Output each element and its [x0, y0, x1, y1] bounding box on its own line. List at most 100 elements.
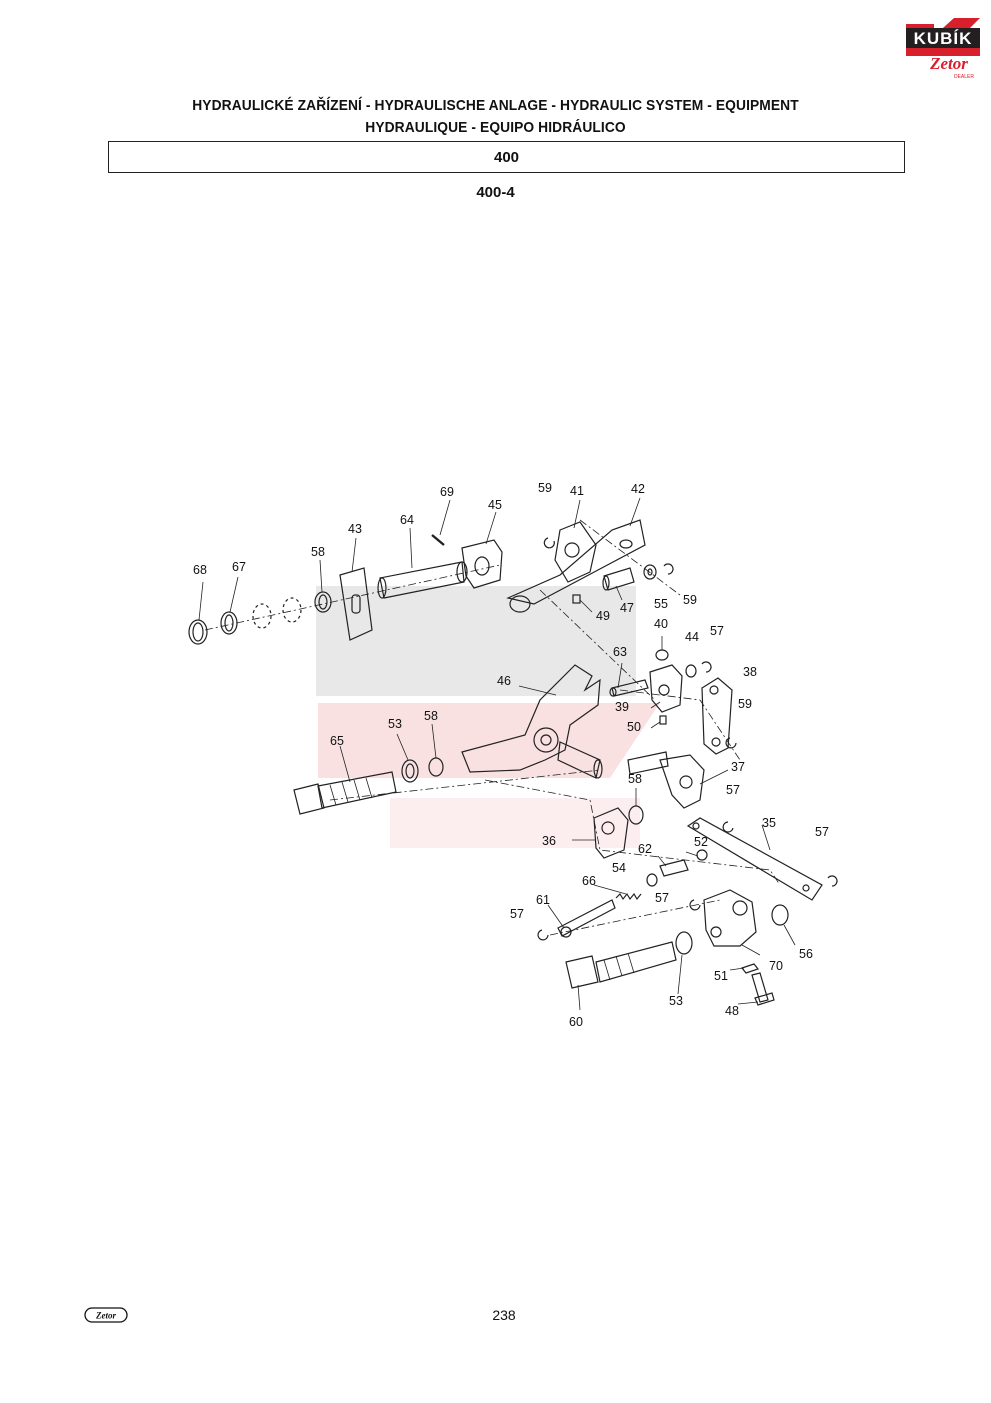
part-label: 60	[569, 1015, 583, 1029]
part-label: 57	[710, 624, 724, 638]
part-label: 67	[232, 560, 246, 574]
part-label: 51	[714, 969, 728, 983]
part-57-circlip-c	[827, 875, 838, 887]
part-68-seal-ring	[188, 619, 208, 645]
page-title-line-1: HYDRAULICKÉ ZAŘÍZENÍ - HYDRAULISCHE ANLA…	[192, 97, 799, 114]
part-48-bolt	[751, 972, 769, 1003]
part-label: 38	[743, 665, 757, 679]
phantom-rings	[252, 597, 302, 629]
part-66-spring	[615, 892, 642, 901]
dealer-logo-sub: Zetor	[929, 54, 968, 73]
part-label: 50	[627, 720, 641, 734]
part-61-rod	[557, 899, 616, 937]
group-number: 400	[493, 148, 520, 166]
part-label: 40	[654, 617, 668, 631]
part-58-ring-lower	[628, 805, 644, 825]
part-45-block	[461, 539, 503, 589]
part-53-washer	[401, 759, 419, 783]
part-label: 54	[612, 861, 626, 875]
part-38-link	[701, 677, 733, 755]
part-label: 39	[615, 700, 629, 714]
part-label: 46	[497, 674, 511, 688]
part-67-seal-ring	[220, 611, 238, 635]
part-label: 44	[685, 630, 699, 644]
part-49-screw	[572, 594, 581, 604]
part-35-bar	[686, 817, 823, 901]
part-label: 55	[654, 597, 668, 611]
kubik-zetor-dealer-logo: KUBÍK Zetor DEALER	[904, 16, 982, 80]
part-label: 58	[311, 545, 325, 559]
part-label: 49	[596, 609, 610, 623]
part-label: 57	[726, 783, 740, 797]
part-42-arm	[506, 519, 646, 605]
part-64-shaft	[379, 561, 465, 599]
part-60-bolt	[595, 941, 677, 983]
part-label: 63	[613, 645, 627, 659]
part-57-circlip-d	[537, 929, 549, 941]
page-title-line-2: HYDRAULIQUE - EQUIPO HIDRÁULICO	[365, 119, 626, 136]
part-label: 58	[628, 772, 642, 786]
figure-code: 400-4	[476, 184, 515, 201]
part-label: 36	[542, 834, 556, 848]
part-label: 47	[620, 601, 634, 615]
part-label: 59	[538, 481, 552, 495]
part-label: 37	[731, 760, 745, 774]
part-55-washer	[643, 564, 657, 580]
part-37-lever	[659, 754, 705, 809]
part-53-washer-lower	[675, 931, 693, 955]
part-label: 70	[769, 959, 783, 973]
part-label: 59	[738, 697, 752, 711]
part-52-nut	[696, 849, 708, 861]
part-label: 53	[388, 717, 402, 731]
part-label: 45	[488, 498, 502, 512]
part-44-washer	[685, 664, 697, 678]
part-label: 69	[440, 485, 454, 499]
part-57-circlip-a	[701, 661, 712, 673]
part-59-circlip-top	[543, 537, 555, 549]
part-57-circlip-e	[689, 899, 701, 911]
part-label: 41	[570, 484, 584, 498]
part-label: 53	[669, 994, 683, 1008]
part-70-bracket	[703, 889, 757, 947]
part-label: 62	[638, 842, 652, 856]
part-label: 52	[694, 835, 708, 849]
part-label: 43	[348, 522, 362, 536]
part-46-fork-lever	[461, 664, 601, 773]
part-label: 66	[582, 874, 596, 888]
part-label: 57	[655, 891, 669, 905]
part-47-sleeve	[603, 567, 635, 591]
part-36-plate	[593, 807, 629, 859]
part-59-circlip-lower	[725, 737, 737, 749]
part-39-bracket	[649, 664, 683, 713]
leader-lines	[198, 497, 796, 1011]
page-number: 238	[492, 1307, 516, 1323]
part-62-fitting	[659, 859, 689, 877]
footer-logo-text: Zetor	[95, 1311, 116, 1321]
part-label: 35	[762, 816, 776, 830]
part-58-ring	[314, 591, 332, 613]
part-label: 57	[815, 825, 829, 839]
part-label: 57	[510, 907, 524, 921]
part-label: 64	[400, 513, 414, 527]
dealer-logo-caption: DEALER	[954, 74, 974, 80]
part-label: 48	[725, 1004, 739, 1018]
part-label: 61	[536, 893, 550, 907]
part-63-pin	[611, 679, 649, 697]
part-54-washer	[646, 873, 658, 887]
part-59-circlip-right	[663, 563, 674, 575]
part-label: 59	[683, 593, 697, 607]
part-50-screw	[659, 715, 667, 725]
part-69-pin	[431, 534, 445, 546]
part-65-bolt	[317, 771, 397, 809]
part-label: 42	[631, 482, 645, 496]
part-56-ring	[771, 904, 789, 926]
part-41-lever	[554, 521, 597, 583]
part-43-plate	[339, 567, 373, 641]
zetor-footer-logo: Zetor	[84, 1307, 128, 1323]
part-label: 56	[799, 947, 813, 961]
part-51-nut	[740, 963, 760, 974]
part-label: 65	[330, 734, 344, 748]
group-number-box: 400	[108, 141, 905, 173]
part-58-ring-mid	[428, 757, 444, 777]
